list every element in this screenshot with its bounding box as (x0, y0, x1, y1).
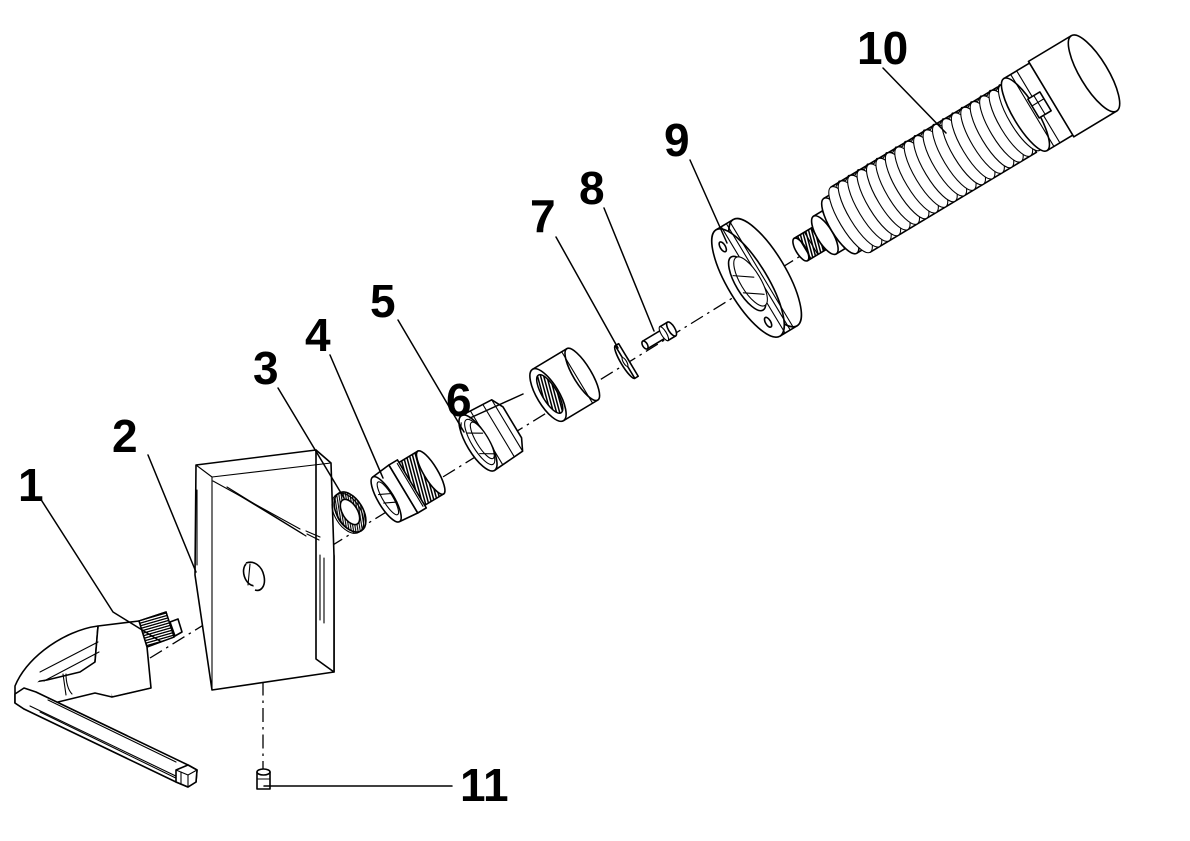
part-flat-washer (613, 342, 640, 380)
leader-7 (555, 236, 619, 349)
callout-number-1: 1 (18, 459, 44, 511)
handle-knurl-collar (138, 611, 183, 648)
part-cartridge-valve (792, 34, 1121, 262)
part-mounting-flange (710, 217, 803, 338)
leader-lines (39, 67, 947, 787)
leader-5 (397, 319, 465, 433)
callout-number-3: 3 (253, 342, 279, 394)
leader-1 (39, 497, 161, 642)
part-shoulder-screw (641, 321, 678, 350)
leader-2 (147, 454, 197, 573)
part-sleeve-barrel (529, 347, 601, 423)
leader-10 (882, 67, 947, 134)
leader-6 (469, 393, 524, 419)
leader-4 (329, 354, 384, 479)
part-threaded-adapter (370, 450, 446, 523)
callout-number-11: 11 (460, 759, 509, 811)
cartridge-fins (828, 78, 1043, 254)
callout-number-9: 9 (664, 114, 690, 166)
escutcheon-hole (305, 530, 321, 541)
part-escutcheon-plate (194, 449, 335, 691)
escutcheon-boss (242, 561, 266, 592)
leader-9 (689, 159, 728, 244)
handle-upper-arm (14, 625, 113, 710)
part-set-screw (256, 768, 271, 790)
part-cap-nut (458, 398, 524, 472)
callout-number-7: 7 (530, 190, 556, 242)
cartridge-rear-cap (1027, 34, 1121, 138)
part-lock-washer (331, 491, 367, 534)
leader-3 (277, 387, 345, 499)
callout-number-4: 4 (305, 309, 331, 361)
handle-tip (175, 764, 198, 788)
callout-number-6: 6 (446, 374, 472, 426)
leader-8 (603, 207, 655, 332)
callout-number-10: 10 (857, 22, 909, 74)
callout-number-2: 2 (112, 410, 138, 462)
callout-number-5: 5 (370, 275, 396, 327)
callout-number-8: 8 (579, 162, 605, 214)
part-lever-handle (14, 611, 198, 788)
handle-lower-arm (14, 687, 198, 788)
